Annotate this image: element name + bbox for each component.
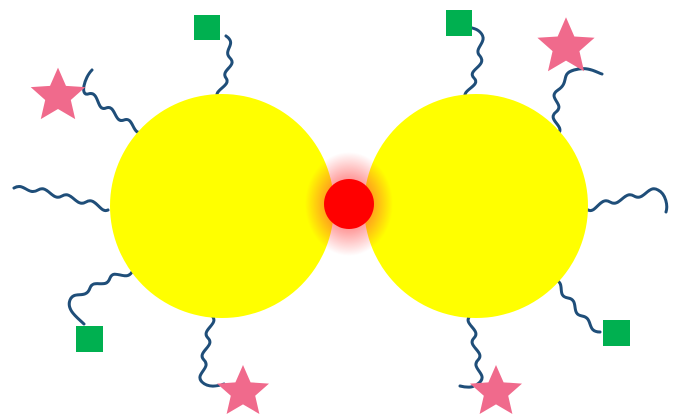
pink-star-marker <box>217 365 269 414</box>
green-square-marker <box>603 320 630 346</box>
linker-right-upper <box>551 67 604 136</box>
particle-right <box>364 94 588 318</box>
linker-left-middle <box>12 185 110 213</box>
hotspot <box>305 152 393 256</box>
linker-left-upper <box>82 68 144 134</box>
green-square-marker <box>76 326 103 352</box>
linker-right-middle <box>586 187 669 214</box>
square-labels <box>76 10 630 352</box>
linker-right-bottom <box>458 314 484 389</box>
particles <box>110 94 588 318</box>
linker-left-lower <box>67 270 134 326</box>
pink-star-marker <box>470 365 522 414</box>
particle-left <box>110 94 334 318</box>
green-square-marker <box>194 15 220 40</box>
linker-left-top <box>215 34 234 100</box>
linker-right-top <box>463 22 485 100</box>
pink-star-marker <box>30 67 86 120</box>
hotspot-core <box>324 179 374 229</box>
pink-star-marker <box>537 17 595 72</box>
linker-right-lower <box>554 278 602 334</box>
green-square-marker <box>446 10 472 36</box>
linker-left-bottom <box>198 314 226 388</box>
